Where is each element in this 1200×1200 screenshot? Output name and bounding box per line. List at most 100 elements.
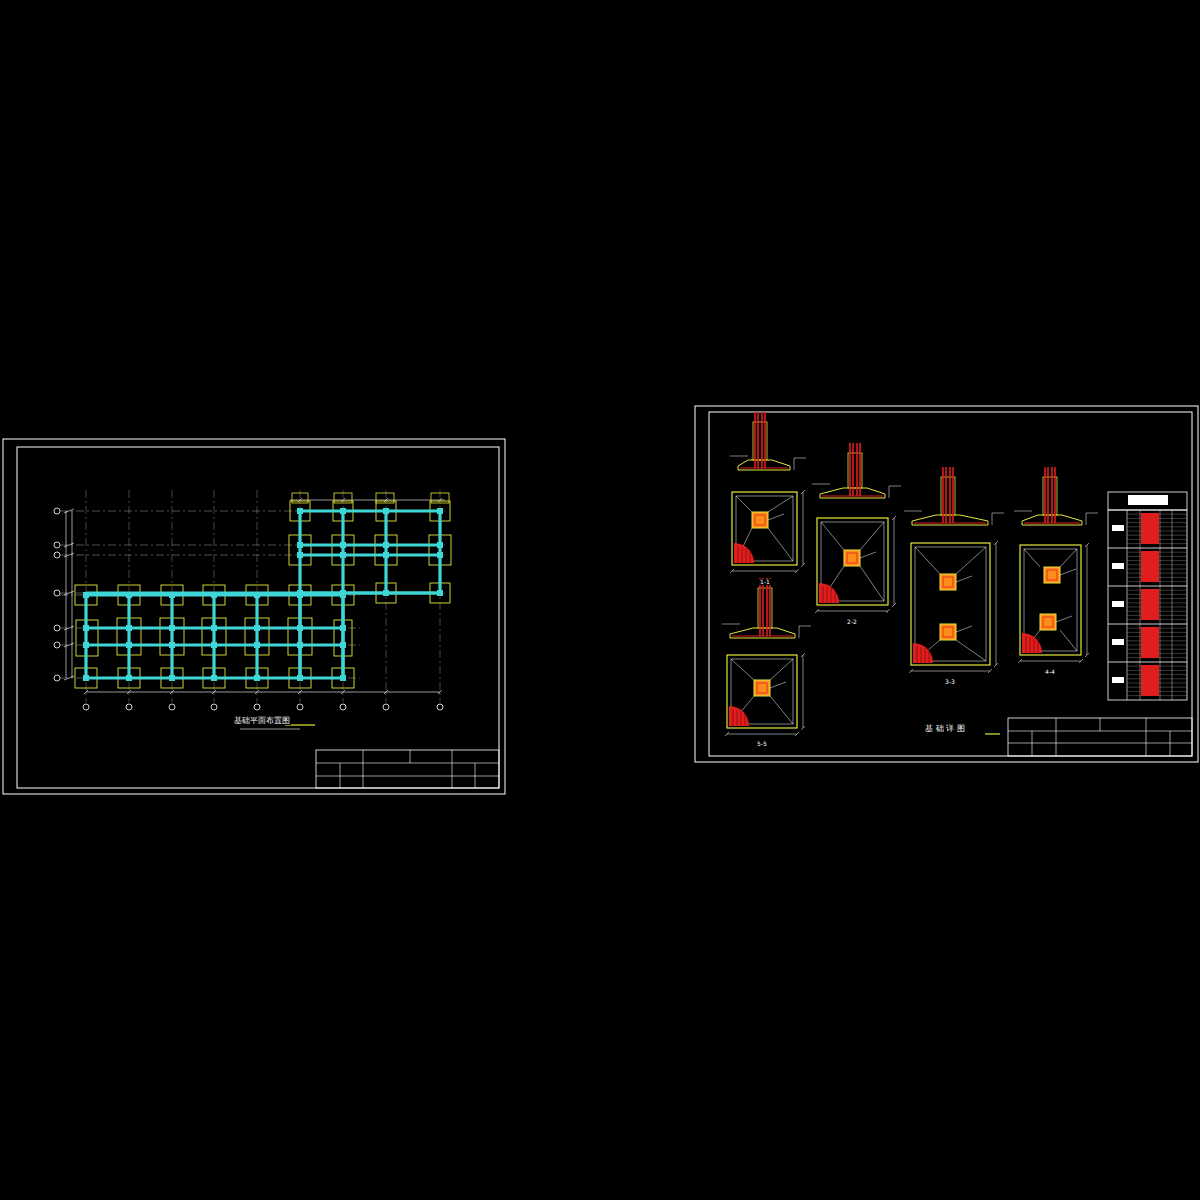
ground-beam: [300, 543, 440, 546]
rebar: [761, 412, 763, 468]
ground-beam: [127, 593, 130, 678]
column: [254, 625, 260, 631]
column: [437, 508, 443, 514]
line: [915, 547, 940, 574]
column: [254, 675, 260, 681]
dimension-line: [727, 734, 797, 735]
footing-step: [915, 547, 986, 661]
column-rebar: [1047, 570, 1057, 580]
column: [83, 592, 89, 598]
ground-beam: [300, 591, 440, 594]
footing-plan: [1020, 545, 1081, 655]
drawing-title: 基础平面布置图: [233, 717, 291, 725]
axis-bubble: [54, 552, 60, 558]
axis-line: [60, 645, 360, 646]
dimension-line: [894, 518, 895, 605]
line: [1100, 718, 1101, 731]
rebar-fan: [729, 706, 749, 726]
column: [297, 642, 303, 648]
column: [383, 590, 389, 596]
title-block: [1008, 718, 1192, 756]
rebar: [945, 467, 947, 523]
dimension-line: [817, 611, 888, 612]
axis-bubble: [254, 704, 260, 710]
rebar: [852, 443, 854, 496]
line: [917, 646, 918, 663]
leader-line: [722, 624, 740, 625]
column-section: [940, 624, 956, 640]
rebar: [952, 467, 954, 523]
leader-line: [730, 456, 748, 457]
leader-line: [1056, 616, 1072, 622]
line: [994, 541, 998, 545]
axis-line: [60, 628, 360, 629]
table-mark: [1112, 563, 1124, 569]
column-rebar: [847, 553, 857, 563]
rebar: [856, 443, 858, 496]
line: [835, 589, 836, 603]
rebar: [769, 578, 771, 636]
footing-plan: [727, 655, 797, 728]
rebar: [914, 522, 986, 523]
title-block: [316, 750, 499, 788]
line: [956, 640, 986, 661]
dimension-line: [732, 571, 797, 572]
line: [212, 690, 216, 694]
footing-plan: [732, 492, 797, 565]
sheet-frame: [709, 412, 1192, 756]
rebar-shape: [1141, 665, 1159, 696]
line: [1038, 639, 1039, 653]
leader-line: [904, 511, 922, 512]
line: [860, 566, 884, 601]
ground-beam: [300, 553, 440, 556]
rebar: [1044, 467, 1046, 523]
leader-line: [1014, 511, 1032, 512]
line: [892, 603, 896, 607]
rebar-fan: [734, 543, 754, 563]
dimension-line: [794, 458, 795, 470]
rebar: [762, 578, 764, 636]
column: [297, 508, 303, 514]
line: [1024, 549, 1040, 567]
rebar: [1054, 467, 1056, 523]
line: [746, 548, 747, 563]
line: [1127, 510, 1128, 700]
ground-beam: [170, 593, 173, 678]
axis-bubble: [383, 704, 389, 710]
drawing-title: 基 础 详 图: [924, 725, 966, 733]
line: [794, 458, 806, 459]
dimension-line: [996, 543, 997, 665]
line: [340, 763, 341, 788]
axis-bubble: [54, 508, 60, 514]
line: [889, 486, 901, 487]
title-underline: [240, 729, 300, 730]
rebar: [766, 578, 768, 636]
dimension-line: [799, 626, 800, 638]
section-caption: 1-1: [759, 579, 771, 585]
line: [316, 763, 499, 764]
line: [742, 547, 743, 563]
column: [126, 625, 132, 631]
line: [921, 647, 922, 663]
line: [736, 496, 752, 512]
table-mark: [1112, 601, 1124, 607]
column: [383, 508, 389, 514]
line: [860, 522, 884, 550]
axis-bubble: [211, 704, 217, 710]
line: [1060, 630, 1077, 651]
line: [64, 553, 74, 557]
line: [64, 543, 74, 547]
rebar-table: [1108, 492, 1187, 700]
column: [437, 590, 443, 596]
axis-bubble: [54, 625, 60, 631]
axis-bubble: [54, 590, 60, 596]
rebar: [1051, 467, 1053, 523]
column: [169, 642, 175, 648]
line: [827, 587, 828, 603]
rebar: [764, 412, 766, 468]
rebar: [822, 495, 883, 496]
section-caption: 2-2: [846, 619, 858, 625]
column-rebar: [755, 515, 765, 525]
column: [437, 552, 443, 558]
